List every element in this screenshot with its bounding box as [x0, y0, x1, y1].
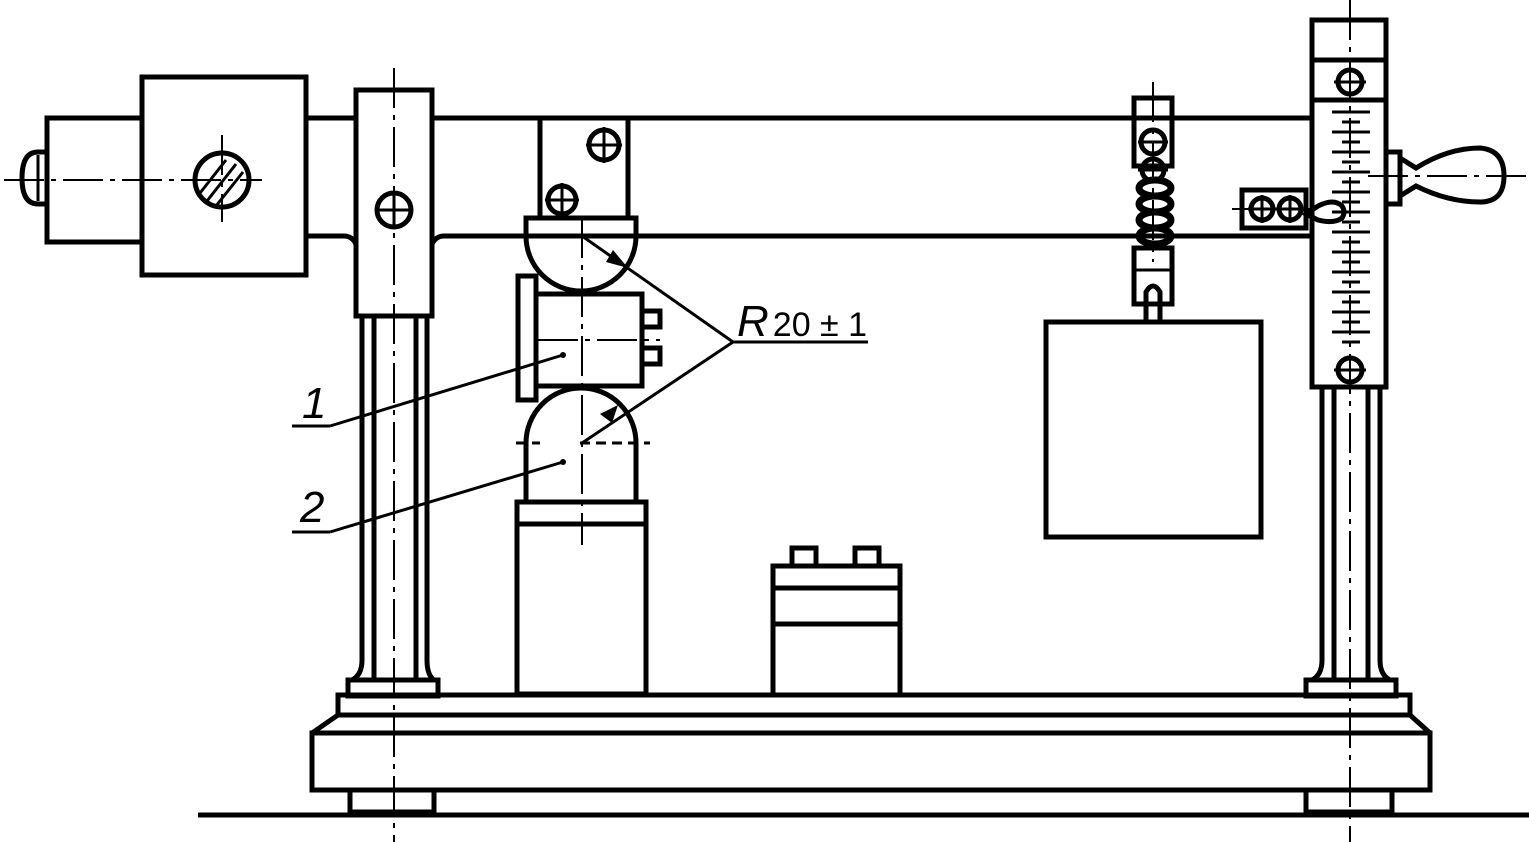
- battery-unit: [770, 545, 903, 694]
- spring-coil-icon: [1135, 176, 1175, 248]
- pivot-block: [353, 68, 435, 842]
- callout-1-label: 1: [302, 379, 326, 428]
- upper-electrode: [523, 215, 639, 294]
- pointer-icon: [1301, 199, 1347, 225]
- spring-hanger: [1131, 82, 1175, 320]
- base-plate: [309, 692, 1433, 815]
- electrode-bracket: [537, 118, 631, 218]
- specimen: [515, 273, 663, 403]
- radius-leaders: [581, 234, 868, 445]
- callout-2: 2: [292, 460, 564, 534]
- hanging-weight: [1043, 319, 1264, 540]
- counterweight: [4, 74, 309, 278]
- callout-2-label: 2: [299, 483, 324, 532]
- left-column: [345, 316, 441, 699]
- right-column: [1303, 387, 1399, 699]
- callout-1: 1: [292, 353, 564, 428]
- measurement-scale: [1301, 0, 1529, 842]
- scale-clamp: [1232, 187, 1316, 231]
